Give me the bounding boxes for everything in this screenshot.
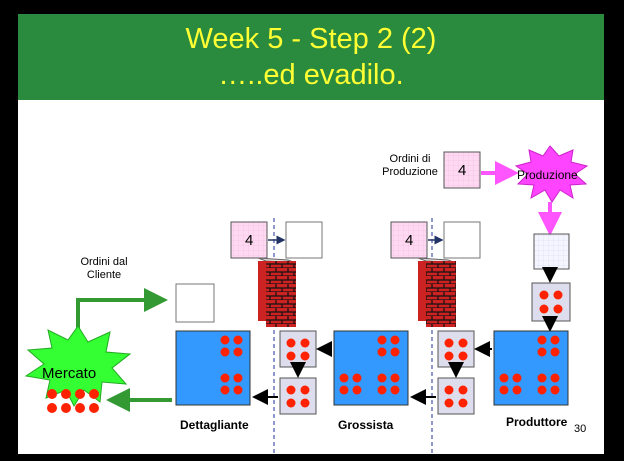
market-burst [24, 325, 132, 408]
ordini-dal-cliente-label: Ordini dal Cliente [74, 256, 134, 282]
production-order-value: 4 [458, 162, 467, 179]
brick-wall-1 [257, 257, 297, 327]
ordini-di-produzione-line-1: Ordini di [389, 153, 431, 165]
title-bar: Week 5 - Step 2 (2) …..ed evadilo. [18, 14, 604, 100]
diagram-area: Ordini di Produzione 4 Produzione 4 4 Or… [18, 100, 604, 454]
slide-title-line-1: Week 5 - Step 2 (2) [185, 23, 437, 55]
wholesaler-incoming-order-card [285, 221, 323, 259]
wholesaler-inventory-tokens [339, 335, 400, 395]
retailer-inbound-ship-2 [279, 377, 317, 415]
producer-wip-card [531, 282, 571, 322]
slide-title-line-2: …..ed evadilo. [218, 59, 404, 91]
ordini-dal-cliente-line-2: Cliente [86, 269, 122, 281]
retailer-order-value: 4 [245, 232, 254, 249]
wholesaler-inbound-ship-2 [437, 377, 475, 415]
brick-wall-2 [417, 257, 457, 327]
wholesaler-order-value: 4 [405, 232, 414, 249]
ordini-di-produzione-line-2: Produzione [382, 166, 438, 178]
beer-game-diagram [24, 145, 589, 454]
page-number: 30 [574, 423, 587, 435]
retailer-inventory-tokens [220, 335, 243, 395]
ordini-dal-cliente-line-1: Ordini dal [80, 256, 128, 268]
producer-incoming-order-card [443, 221, 481, 259]
market-tokens [47, 389, 99, 413]
producer-inventory-tokens [499, 335, 560, 395]
ordini-di-produzione-label: Ordini di Produzione [380, 153, 440, 179]
customer-order-card [175, 283, 215, 323]
wholesaler-inbound-ship-1 [437, 330, 475, 368]
dettagliante-label: Dettagliante [180, 418, 249, 432]
produzione-label: Produzione [517, 168, 578, 182]
producer-wip-tokens [539, 290, 563, 314]
grossista-label: Grossista [338, 418, 394, 432]
retailer-inbound-ship-1 [279, 330, 317, 368]
mercato-label: Mercato [42, 365, 97, 382]
produttore-label: Produttore [506, 415, 568, 429]
